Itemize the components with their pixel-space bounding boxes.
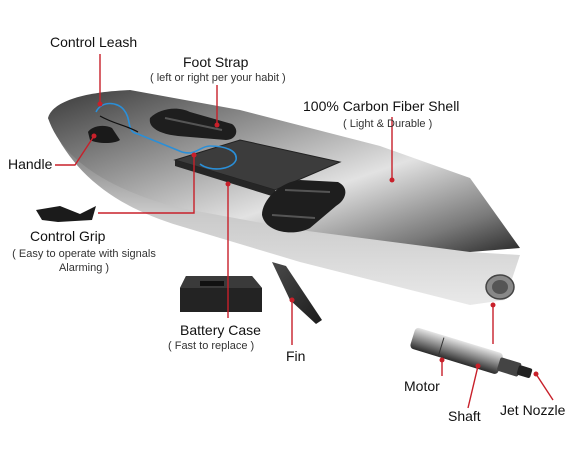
fin-shape [272,262,322,324]
label-motor: Motor [404,378,440,394]
leader-lines [55,54,554,409]
label-control-leash: Control Leash [50,34,138,50]
label-foot-strap: Foot Strap [183,54,249,70]
motor-assembly [410,327,533,378]
label-control-grip-note-2: Alarming ) [58,262,110,274]
handle-shape [88,125,120,143]
label-foot-strap-note: ( left or right per your habit ) [150,72,286,84]
label-fin: Fin [286,348,306,364]
label-jet-nozzle: Jet Nozzle [500,402,566,418]
label-handle: Handle [8,156,53,172]
leader-dots [91,101,539,377]
rear-foot-strap [262,180,346,233]
control-leash-cable [95,102,237,170]
leader-jet-nozzle [535,373,554,401]
battery-case-shape [180,276,262,312]
label-battery-case-note: ( Fast to replace ) [168,340,255,352]
label-control-grip: Control Grip [30,228,106,244]
leader-control-grip [98,155,195,214]
label-battery-case: Battery Case [180,322,261,338]
leader-shaft [467,365,479,409]
control-grip-shape [36,206,96,222]
leader-handle [55,135,95,166]
label-control-grip-note-1: ( Easy to operate with signals [12,248,156,260]
label-shaft: Shaft [448,408,481,424]
label-shell: 100% Carbon Fiber Shell [303,98,460,114]
label-shell-note: ( Light & Durable ) [343,118,433,130]
